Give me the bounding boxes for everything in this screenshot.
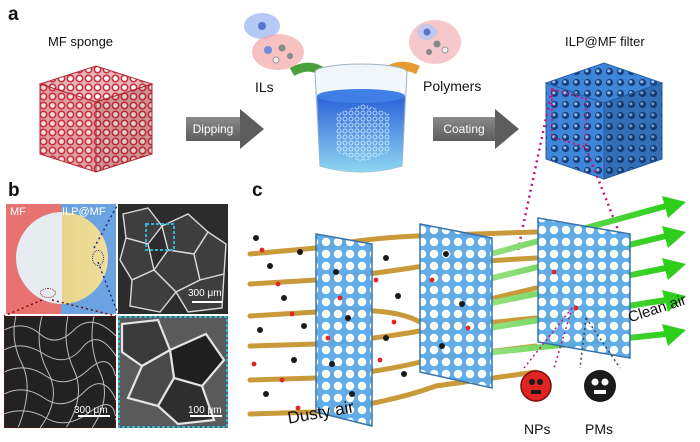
scale-label-bottom-left: 300 μm [74,405,108,416]
sem-image-bottom-left [4,316,116,428]
sem-image-top-right [118,204,228,314]
panel-a-letter: a [8,4,19,25]
ilp-filter-label: ILP@MF filter [565,34,645,49]
coating-arrow-head [495,109,519,149]
dipping-arrow: Dipping [186,117,240,141]
panel-b-zoom-lines [3,203,119,317]
filtration-diagram [247,196,686,427]
panel-b-letter: b [8,180,20,201]
scale-label-top: 300 μm [188,288,222,299]
coating-arrow: Coating [433,117,495,141]
ilp-mf-photo-label: ILP@MF [62,206,106,218]
ils-molecule-icon [244,13,304,70]
polymers-molecule-icon [409,20,461,64]
panel-c-letter: c [252,180,263,201]
pms-label: PMs [585,421,613,437]
ilp-filter-cube [544,62,664,180]
mf-zoom-circle [40,288,56,298]
sem-image-bottom-right [118,316,228,428]
nps-label: NPs [524,421,551,437]
beaker-icon [314,63,408,173]
ils-label: ILs [255,79,274,95]
sample-photo: MF ILP@MF [6,204,116,314]
ilp-zoom-circle [92,250,104,266]
mf-sponge-label: MF sponge [48,34,114,49]
mf-sponge-cube [38,65,154,173]
polymers-label: Polymers [423,78,482,94]
scale-label-bottom-right: 100 μm [188,405,222,416]
mf-photo-label: MF [10,206,26,218]
dipping-arrow-head [240,109,264,149]
